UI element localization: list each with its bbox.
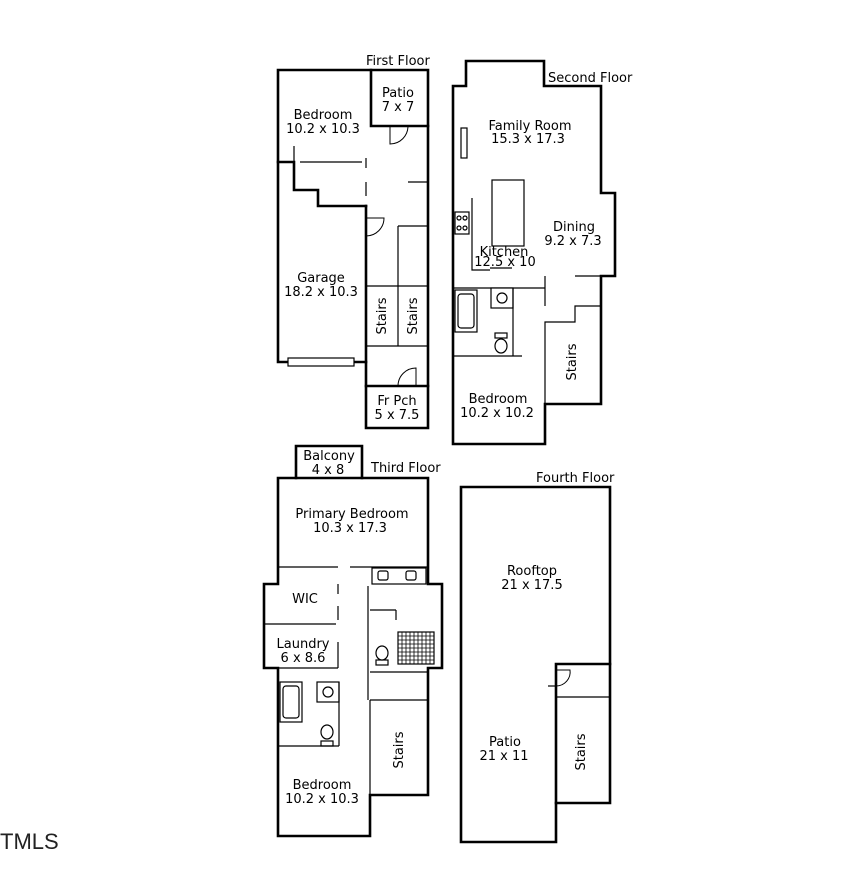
f1-garage-size: 18.2 x 10.3: [284, 285, 358, 300]
f4-rooftop-size: 21 x 17.5: [501, 578, 562, 593]
f2-family-name: Family Room: [489, 119, 572, 134]
fourth-floor-title: Fourth Floor: [536, 471, 615, 486]
third-floor-plan: Third Floor: [262, 444, 444, 838]
f3-balcony-size: 4 x 8: [312, 463, 345, 478]
f3-balcony-name: Balcony: [303, 449, 355, 464]
f2-kitchen-name: Kitchen: [480, 245, 529, 260]
f1-stairs-b-label: Stairs: [406, 297, 421, 334]
f3-stairs-label: Stairs: [392, 731, 407, 768]
f2-bedroom-name: Bedroom: [469, 392, 528, 407]
f4-stairs-label: Stairs: [574, 733, 589, 770]
third-floor-title: Third Floor: [370, 461, 441, 476]
f2-kitchen-size: 12.5 x 10: [474, 255, 535, 270]
f1-bedroom-size: 10.2 x 10.3: [286, 122, 360, 137]
f3-bedroom-size: 10.2 x 10.3: [285, 792, 359, 807]
f3-laundry-size: 6 x 8.6: [281, 651, 326, 666]
f1-garage-name: Garage: [297, 271, 345, 286]
f1-porch-size: 5 x 7.5: [375, 408, 420, 423]
f3-primary-name: Primary Bedroom: [295, 507, 408, 522]
f1-patio-name: Patio: [382, 86, 414, 101]
second-floor-title: Second Floor: [548, 71, 633, 86]
f1-porch-name: Fr Pch: [377, 394, 416, 409]
f2-family-size: 15.3 x 17.3: [491, 132, 565, 147]
f3-bedroom-name: Bedroom: [293, 778, 352, 793]
f1-patio-size: 7 x 7: [382, 100, 415, 115]
f3-primary-size: 10.3 x 17.3: [313, 521, 387, 536]
f3-wic-label: WIC: [292, 592, 318, 607]
first-floor-title: First Floor: [366, 54, 430, 69]
f4-patio-size: 21 x 11: [479, 749, 528, 764]
f2-stairs-label: Stairs: [565, 343, 580, 380]
tmls-logo: TMLS: [0, 829, 59, 854]
f3-laundry-name: Laundry: [277, 637, 330, 652]
f4-rooftop-name: Rooftop: [507, 564, 557, 579]
f4-patio-name: Patio: [489, 735, 521, 750]
f1-stairs-a-label: Stairs: [375, 297, 390, 334]
first-floor-plan: First Floor Bedroom 10.2 x 10.3 Patio 7 …: [276, 54, 430, 430]
second-floor-plan: Second Floor Family Room 15.3 x 17.3 Din…: [451, 59, 633, 446]
f2-bedroom-size: 10.2 x 10.2: [460, 406, 534, 421]
fourth-floor-plan: Fourth Floor Rooftop 21 x 17.5 Patio 21 …: [459, 471, 615, 844]
f1-bedroom-name: Bedroom: [294, 108, 353, 123]
f2-dining-size: 9.2 x 7.3: [544, 234, 601, 249]
f2-dining-name: Dining: [553, 220, 595, 235]
